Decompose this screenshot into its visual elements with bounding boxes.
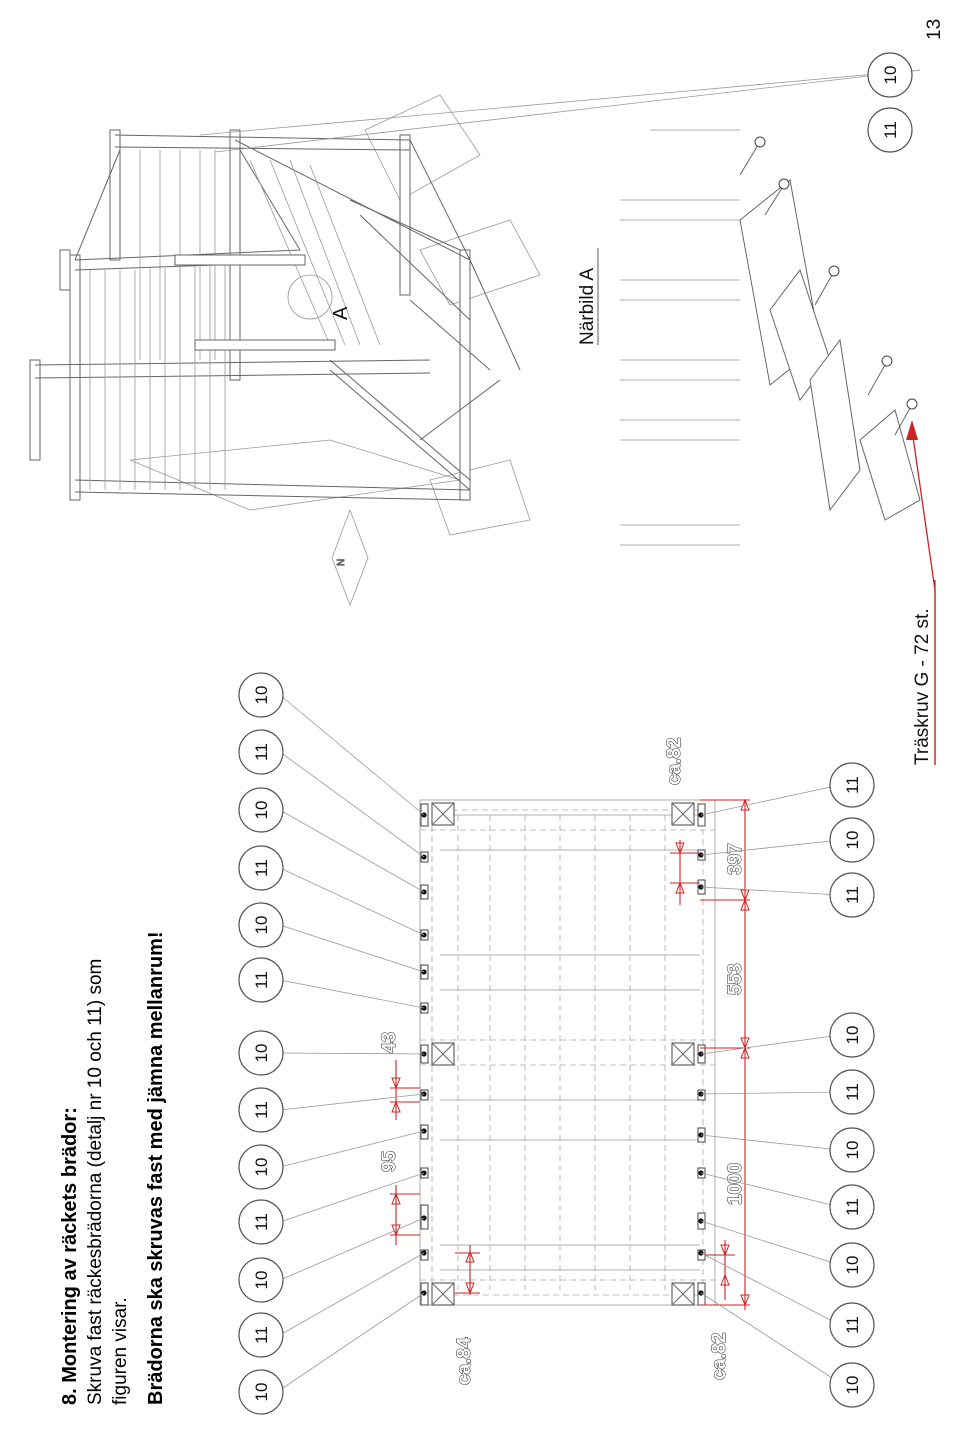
dim-95-label: 95 [379,1150,400,1172]
balloon-bottom-3: 10 [829,1242,875,1288]
svg-text:11: 11 [843,886,862,904]
closeup-screws [739,136,918,436]
balloon-bottom-10: 11 [829,762,875,808]
balloon-bottom-9: 10 [829,817,875,863]
plan-posts [431,802,695,1306]
page-number: 13 [924,19,945,40]
dim-43-label: 43 [379,1032,400,1053]
plan-slats [457,815,666,1290]
balloon-bottom-1: 10 [829,1362,875,1408]
balloon-top-7: 10 [238,1030,284,1076]
closeup-a [620,129,936,765]
svg-text:10: 10 [252,916,271,935]
svg-text:11: 11 [252,1326,271,1344]
balloon-bottom-6: 11 [829,1069,875,1115]
bottom-leader-lines [700,784,841,1384]
balloon-bottom-5: 10 [829,1127,875,1173]
svg-text:11: 11 [843,776,862,794]
balloon-bottom-7: 10 [829,1012,875,1058]
svg-text:10: 10 [843,1256,862,1275]
heading-line-2: figuren visar. [110,1297,131,1405]
balloon-top-4: 11 [238,1199,284,1245]
svg-text:11: 11 [252,1213,271,1231]
balloon-top-2: 11 [238,1312,284,1358]
balloon-top-6: 11 [238,1087,284,1133]
balloon-top-5: 10 [238,1144,284,1190]
plan-frame [419,799,716,1306]
iso-balloon-second: 10 [867,52,913,98]
dim-1000-label: 1000 [725,1163,746,1205]
balloon-top-3: 10 [238,1257,284,1303]
iso-balloon-second-label: 10 [881,66,900,85]
svg-text:11: 11 [843,1316,862,1334]
top-balloons: 10 11 10 11 10 11 10 11 10 11 10 11 10 [238,672,284,1415]
svg-text:10: 10 [252,1383,271,1402]
plan-view [419,799,716,1306]
svg-text:N: N [336,559,347,566]
closeup-label: Närbild A [577,268,598,345]
balloon-top-9: 10 [238,902,284,948]
dim-ca84-label: ca.84 [454,1337,475,1385]
svg-text:10: 10 [252,1044,271,1063]
heading-block: 8. Montering av räckets brädor: Skruva f… [59,931,167,1405]
iso-balloon-1: 11 [867,107,913,153]
svg-text:10: 10 [843,1141,862,1160]
balloon-top-12: 11 [238,729,284,775]
balloon-top-1: 10 [238,1369,284,1415]
svg-text:10: 10 [252,1158,271,1177]
balloon-bottom-8: 11 [829,872,875,918]
screw-label: Träskruv G - 72 st. [912,608,933,765]
bottom-balloons: 10 11 10 11 10 11 10 11 10 11 [829,762,875,1408]
svg-text:11: 11 [252,971,271,989]
svg-text:10: 10 [843,1026,862,1045]
svg-text:10: 10 [252,686,271,705]
dimension-lines [390,798,750,1310]
detail-a-circle [287,274,333,320]
balloon-top-13: 10 [238,672,284,718]
detail-a-label: A [330,306,352,320]
heading-title: 8. Montering av räckets brädor: [59,1107,81,1405]
svg-text:11: 11 [252,859,271,877]
dim-553-label: 553 [725,963,746,995]
svg-text:11: 11 [252,743,271,761]
svg-text:10: 10 [252,801,271,820]
svg-text:10: 10 [843,1376,862,1395]
dim-ca82-right-label: ca.82 [664,737,685,785]
balloon-bottom-4: 11 [829,1184,875,1230]
svg-text:10: 10 [252,1271,271,1290]
heading-line-1: Skruva fast räckesbrädorna (detalj nr 10… [85,959,106,1405]
svg-text:11: 11 [843,1198,862,1216]
dim-397-label: 397 [725,843,746,875]
balloon-bottom-2: 11 [829,1302,875,1348]
plan-inner-frame [431,809,704,1296]
dim-ca82-left-label: ca.82 [709,1332,730,1380]
heading-emphasis: Brädorna ska skruvas fast med jämna mell… [145,931,167,1405]
top-leader-lines [279,694,425,1391]
svg-text:11: 11 [843,1083,862,1101]
balloon-top-8: 11 [238,957,284,1003]
isometric-view: N [29,94,541,607]
svg-text:11: 11 [252,1101,271,1119]
balloon-top-11: 10 [238,787,284,833]
svg-text:11: 11 [881,121,900,139]
balloon-top-10: 11 [238,845,284,891]
svg-text:10: 10 [843,831,862,850]
